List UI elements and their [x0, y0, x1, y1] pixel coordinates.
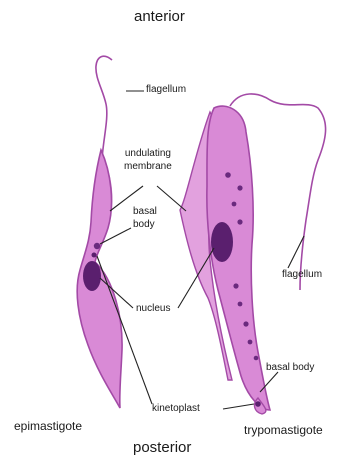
leader-undulating-membrane-right — [157, 186, 186, 211]
flagellum-label-right: flagellum — [282, 270, 322, 280]
epimastigote-flagellum — [96, 56, 112, 160]
posterior-label: posterior — [133, 440, 191, 455]
basal-body-label-left: basal body — [133, 206, 157, 231]
anterior-label: anterior — [134, 9, 185, 24]
kinetoplast-label: kinetoplast — [152, 404, 200, 414]
epimastigote-cell — [77, 56, 122, 408]
nucleus-label: nucleus — [136, 304, 170, 314]
flagellum-label-left: flagellum — [146, 85, 186, 95]
epimastigote-label: epimastigote — [14, 420, 82, 432]
epimastigote-basal-body — [94, 243, 100, 249]
epimastigote-kinetoplast — [92, 253, 97, 258]
leader-kinetoplast-right — [223, 404, 254, 409]
trypomastigote-nucleus — [211, 222, 233, 262]
trypomastigote-label: trypomastigote — [244, 424, 323, 436]
trypomastigote-kinetoplast — [255, 401, 261, 407]
epimastigote-nucleus — [83, 261, 101, 291]
basal-body-label-right: basal body — [266, 363, 314, 373]
undulating-membrane-label: undulating membrane — [124, 148, 172, 173]
